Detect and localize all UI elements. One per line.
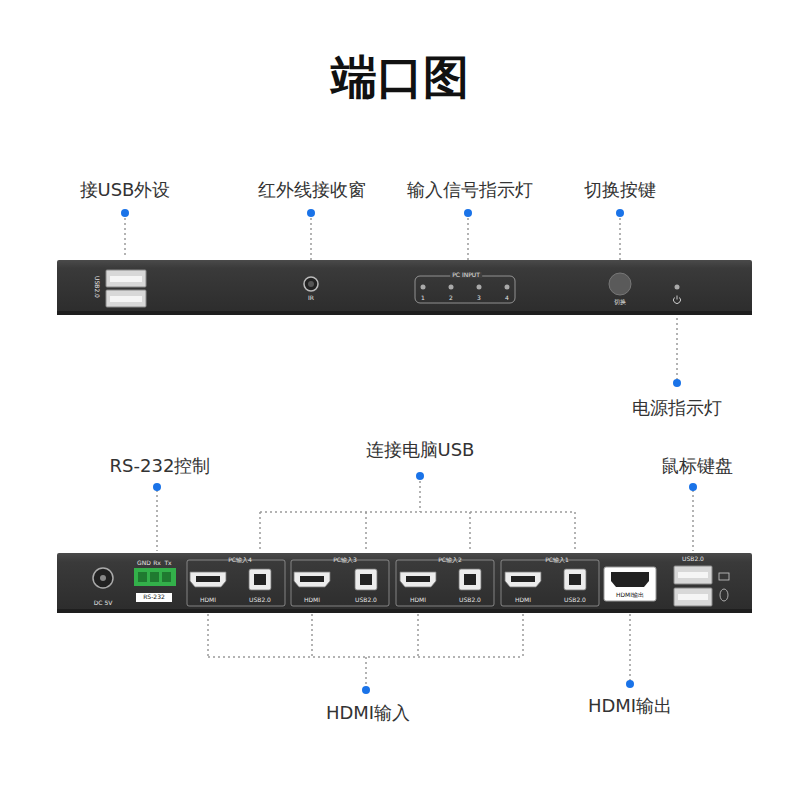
rear-panel: DC 5V GNDRxTxRS-232 PC输入4HDMI USB2.0 PC输入3HD…: [57, 553, 752, 613]
port-label: USB2.0: [355, 597, 377, 603]
port-label: HDMI: [410, 597, 426, 603]
port-label: DC 5V: [94, 600, 113, 606]
port-label: HDMI: [515, 597, 531, 603]
port-label: GND: [137, 560, 151, 566]
port-label: 3: [477, 295, 481, 301]
port-label: 1: [421, 295, 425, 301]
callout-label: 红外线接收窗: [258, 178, 366, 202]
callout-label: 电源指示灯: [632, 396, 722, 420]
port-label: USB2.0: [682, 556, 704, 562]
callout-label: RS-232控制: [110, 454, 211, 478]
callout-label: 接USB外设: [80, 178, 171, 202]
port-label: Tx: [164, 560, 171, 566]
front-panel: [57, 260, 752, 315]
port-label: 2: [449, 295, 453, 301]
port-label: HDMI: [304, 597, 320, 603]
callout-label: 输入信号指示灯: [407, 178, 533, 202]
port-label: PC输入3: [333, 557, 357, 563]
port-label: PC输入2: [438, 557, 462, 563]
callout-label: 切换按键: [584, 178, 656, 202]
callout-label: 连接电脑USB: [366, 438, 475, 462]
port-label: HDMI: [200, 597, 216, 603]
port-label: USB2.0: [459, 597, 481, 603]
port-label: Rx: [153, 560, 161, 566]
page-title: 端口图: [331, 47, 469, 109]
port-label: 4: [505, 295, 509, 301]
port-label: IR: [308, 295, 314, 301]
port-label: USB2.0: [564, 597, 586, 603]
callout-label: HDMI输出: [588, 694, 672, 718]
callout-label: 鼠标键盘: [661, 454, 733, 478]
port-label: HDMI输出: [616, 592, 644, 598]
port-label: USB2.0: [94, 276, 100, 298]
port-label: RS-232: [143, 594, 165, 600]
port-label: PC INPUT: [450, 272, 482, 278]
port-label: 切换: [614, 299, 626, 305]
port-label: PC输入4: [228, 557, 252, 563]
port-label: PC输入1: [545, 557, 569, 563]
rear-panel: [57, 553, 752, 613]
front-panel: USB2.0IR PC INPUT 1 2 3 4 切换: [57, 260, 752, 315]
port-label: USB2.0: [249, 597, 271, 603]
callout-label: HDMI输入: [326, 701, 410, 725]
